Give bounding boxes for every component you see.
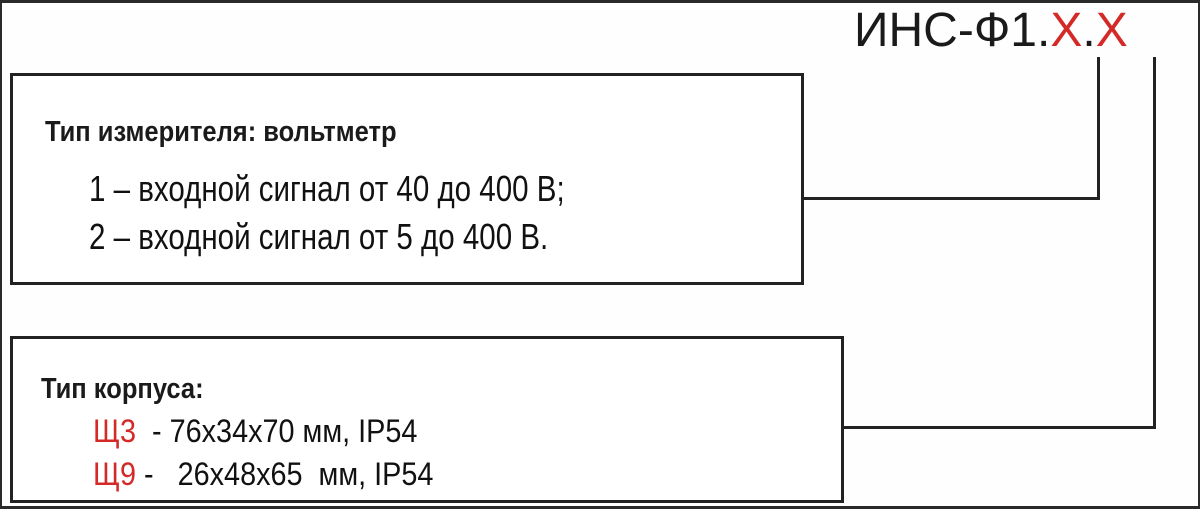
housing-option-2: Щ9 - 26x48x65 мм, IP54 xyxy=(93,456,433,493)
meter-option-1: 1 – входной сигнал от 40 до 400 В; xyxy=(89,168,565,210)
code-separator-1: . xyxy=(1037,4,1051,57)
housing-option-text: - 76x34x70 мм, IP54 xyxy=(136,413,418,449)
diagram-canvas: ИНС-Ф1.X.X Тип измерителя: вольтметр 1 –… xyxy=(2,3,1198,506)
code-variable-meter: X xyxy=(1050,4,1083,57)
housing-option-code: Щ3 xyxy=(93,413,137,449)
product-code-title: ИНС-Ф1.X.X xyxy=(854,3,1128,59)
connector-housing-horizontal xyxy=(842,426,1156,429)
code-prefix: ИНС-Ф1 xyxy=(854,4,1037,57)
meter-option-text: – входной сигнал от 5 до 400 В. xyxy=(105,216,549,257)
housing-type-heading: Тип корпуса: xyxy=(41,373,204,405)
meter-type-heading: Тип измерителя: вольтметр xyxy=(45,116,397,148)
code-variable-housing: X xyxy=(1095,4,1128,57)
connector-meter-vertical xyxy=(1097,57,1100,200)
meter-option-text: – входной сигнал от 40 до 400 В; xyxy=(105,168,565,209)
code-separator-2: . xyxy=(1082,4,1096,57)
meter-type-box: Тип измерителя: вольтметр 1 – входной си… xyxy=(10,73,804,285)
housing-option-code: Щ9 xyxy=(93,456,137,492)
housing-type-box: Тип корпуса: Щ3 - 76x34x70 мм, IP54 Щ9 -… xyxy=(10,336,844,503)
meter-option-number: 1 xyxy=(89,168,106,209)
meter-option-2: 2 – входной сигнал от 5 до 400 В. xyxy=(89,216,548,258)
meter-option-number: 2 xyxy=(89,216,106,257)
connector-meter-horizontal xyxy=(802,197,1100,200)
housing-option-1: Щ3 - 76x34x70 мм, IP54 xyxy=(93,413,417,450)
housing-option-text: - 26x48x65 мм, IP54 xyxy=(136,456,434,492)
connector-housing-vertical xyxy=(1153,57,1156,429)
